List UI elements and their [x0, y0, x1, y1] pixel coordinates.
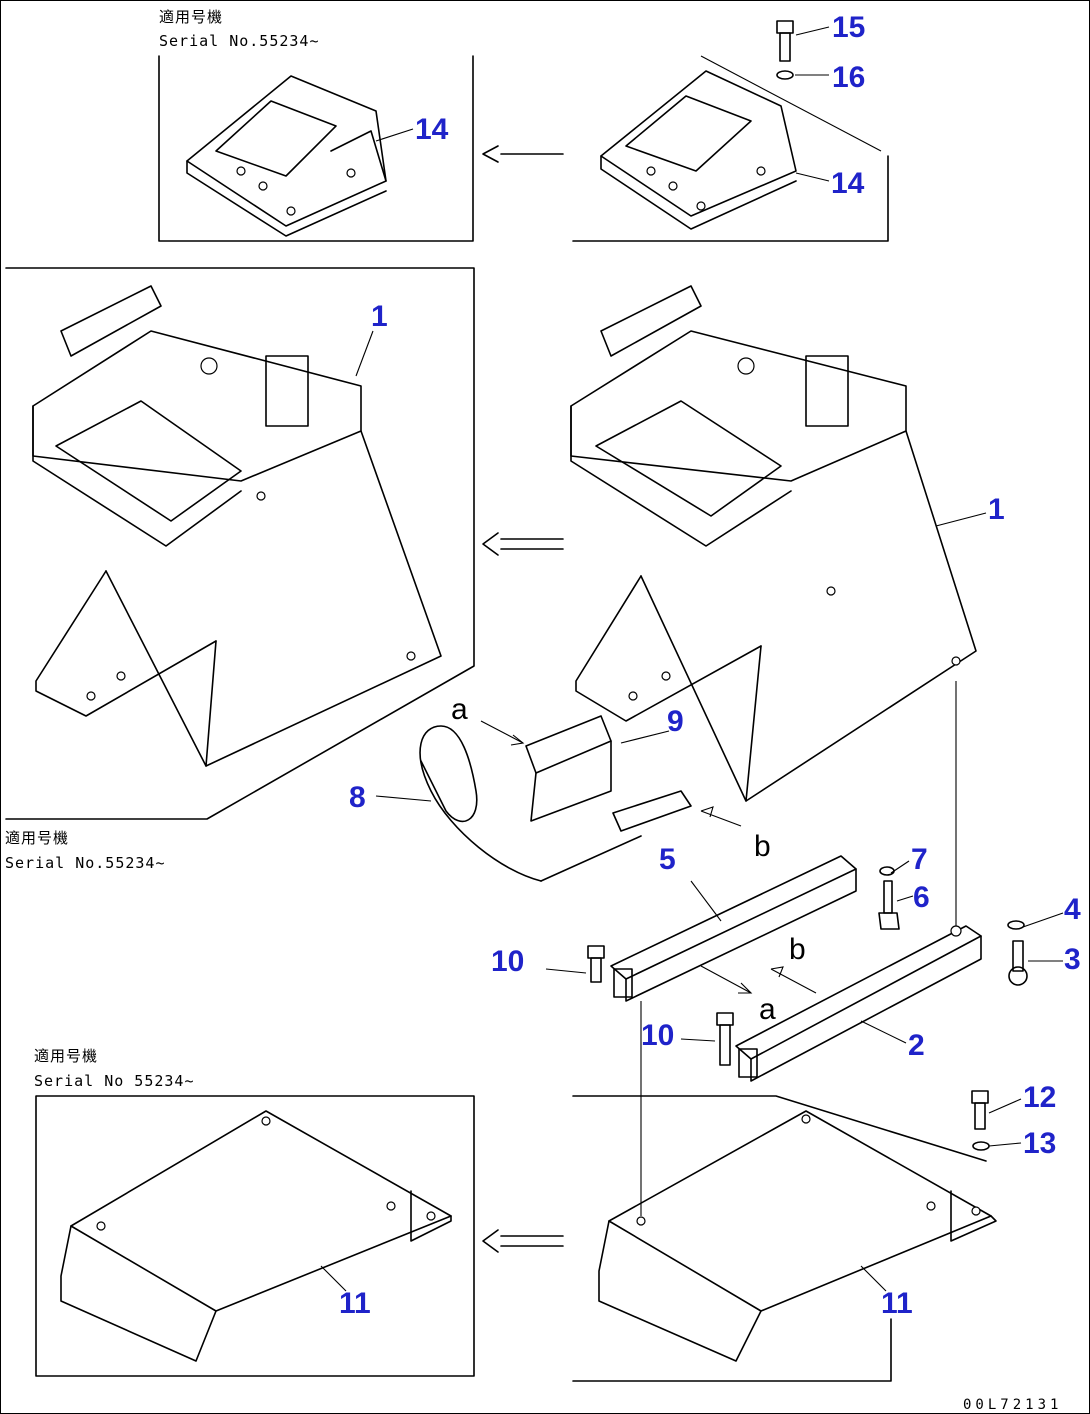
- callout-14: 14: [831, 167, 865, 200]
- view-letter-b-upper: b: [754, 830, 771, 863]
- callout-10-lower: 10: [641, 1019, 674, 1052]
- callout-3: 3: [1064, 943, 1081, 976]
- middle-left-variant-frame: [5, 267, 475, 820]
- callout-2: 2: [908, 1029, 925, 1062]
- top-right-frame: [572, 55, 889, 242]
- callout-14-variant: 14: [415, 113, 449, 146]
- bolt-15: [776, 20, 794, 62]
- serial-note-bottom-line1: 適用号機: [34, 1047, 98, 1065]
- callout-15: 15: [832, 11, 865, 44]
- bolt-10-lower: [716, 1012, 734, 1066]
- washer-4: [1007, 920, 1025, 930]
- console-frame-1: [570, 285, 977, 802]
- arrow-middle: [482, 532, 564, 556]
- callout-9: 9: [667, 705, 684, 738]
- bolt-3: [1008, 940, 1028, 986]
- washer-16: [776, 70, 794, 80]
- callout-12: 12: [1023, 1081, 1056, 1114]
- callout-1-variant: 1: [371, 300, 388, 333]
- view-letter-b-lower: b: [789, 933, 806, 966]
- floor-cover-11-variant: [60, 1110, 452, 1362]
- serial-note-middle-line1: 適用号機: [5, 829, 69, 847]
- washer-7: [879, 866, 895, 876]
- callout-13: 13: [1023, 1127, 1056, 1160]
- bottom-left-variant-frame: [35, 1095, 475, 1377]
- callout-1: 1: [988, 493, 1005, 526]
- drawing-code: 00L72131: [963, 1397, 1062, 1413]
- arrow-bottom: [482, 1229, 564, 1253]
- top-left-variant-frame: [158, 55, 474, 242]
- mount-bracket-14: [600, 70, 797, 230]
- serial-note-bottom-line2: Serial No 55234~: [34, 1072, 195, 1090]
- callout-6: 6: [913, 881, 930, 914]
- callout-11-variant: 11: [339, 1287, 371, 1320]
- mount-bracket-14-variant: [186, 75, 387, 237]
- callout-4: 4: [1064, 893, 1081, 926]
- callout-leaders: [320, 26, 1064, 1292]
- callout-8: 8: [349, 781, 366, 814]
- bottom-right-frame: [572, 1095, 987, 1382]
- serial-note-middle-line2: Serial No.55234~: [5, 854, 166, 872]
- view-letter-a-upper: a: [451, 693, 468, 726]
- bolt-12: [971, 1090, 989, 1130]
- serial-note-top-line2: Serial No.55234~: [159, 32, 320, 50]
- view-letter-a-lower: a: [759, 993, 776, 1026]
- callout-11: 11: [881, 1287, 913, 1320]
- callout-5: 5: [659, 843, 676, 876]
- arrow-top: [482, 145, 564, 163]
- handle-8: [419, 725, 642, 882]
- washer-13: [972, 1141, 990, 1151]
- callout-7: 7: [911, 843, 928, 876]
- floor-cover-11: [598, 1110, 997, 1362]
- bolt-10-upper: [587, 945, 605, 983]
- callout-10-upper: 10: [491, 945, 524, 978]
- plate-9: [525, 715, 692, 832]
- console-frame-1-variant: [32, 285, 442, 767]
- bracket-2: [735, 925, 982, 1082]
- bracket-5: [610, 855, 857, 1002]
- serial-note-top-line1: 適用号機: [159, 8, 223, 26]
- callout-16: 16: [832, 61, 865, 94]
- bolt-6: [878, 880, 900, 930]
